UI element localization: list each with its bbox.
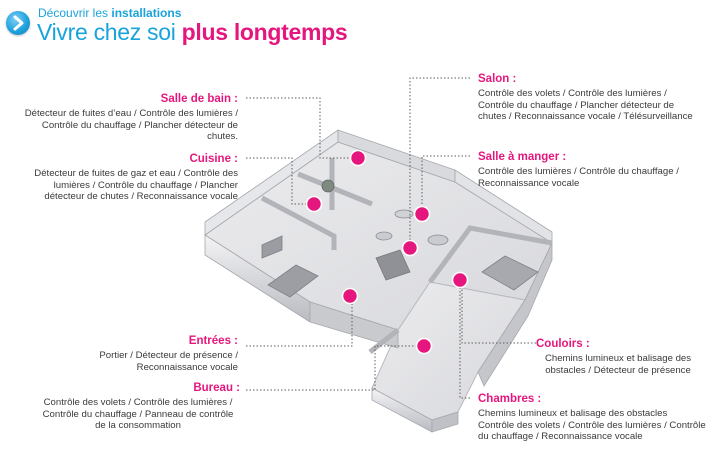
room-title: Salle à manger : xyxy=(478,151,567,163)
room-title: Salon : xyxy=(478,73,517,85)
room-label-bureau: Bureau : Contrôle des volets / Contrôle … xyxy=(36,381,240,432)
room-description: Chemins lumineux et balisage des obstacl… xyxy=(478,408,706,442)
room-label-salle-de-bain: Salle de bain : Détecteur de fuites d’ea… xyxy=(20,92,238,143)
room-label-couloirs: Couloirs : Chemins lumineux et balisage … xyxy=(536,337,700,376)
room-description: Portier / Détecteur de présence / Reconn… xyxy=(99,350,238,373)
room-title: Cuisine : xyxy=(189,153,238,165)
connector-lines xyxy=(246,77,536,399)
room-title: Couloirs : xyxy=(536,338,590,350)
room-title: Entrées : xyxy=(188,335,238,347)
hotspot-entrees xyxy=(341,287,359,305)
room-label-entrees: Entrées : Portier / Détecteur de présenc… xyxy=(60,334,238,373)
connector-couloirs xyxy=(461,282,536,344)
hotspot-couloirs xyxy=(451,271,469,289)
connector-entrees xyxy=(246,298,353,347)
room-label-chambres: Chambres : Chemins lumineux et balisage … xyxy=(478,392,706,443)
page-title: Vivre chez soi plus longtemps xyxy=(37,19,348,45)
hotspot-salon xyxy=(401,239,419,257)
room-description: Détecteur de fuites de gaz et eau / Cont… xyxy=(34,168,238,202)
hotspot-cuisine xyxy=(305,195,323,213)
house-walls xyxy=(204,129,553,433)
hotspot-bureau xyxy=(415,337,433,355)
header: Découvrir les installations Vivre chez s… xyxy=(0,0,718,56)
room-description: Contrôle des volets / Contrôle des lumiè… xyxy=(42,397,234,431)
hotspot-salle-de-bain xyxy=(349,149,367,167)
connector-bureau xyxy=(246,345,424,391)
hotspot-salle-a-manger xyxy=(413,205,431,223)
hotspot-markers xyxy=(305,149,469,355)
room-title: Salle de bain : xyxy=(160,93,238,105)
room-description: Chemins lumineux et balisage des obstacl… xyxy=(544,353,692,376)
room-title: Bureau : xyxy=(193,382,240,394)
room-description: Contrôle des lumières / Contrôle du chau… xyxy=(478,166,679,189)
connector-salon xyxy=(409,77,470,246)
room-description: Détecteur de fuites d’eau / Contrôle des… xyxy=(24,108,238,142)
room-label-cuisine: Cuisine : Détecteur de fuites de gaz et … xyxy=(18,152,238,203)
room-description: Contrôle des volets / Contrôle des lumiè… xyxy=(478,88,693,122)
room-label-salon: Salon : Contrôle des volets / Contrôle d… xyxy=(478,72,694,123)
page-kicker: Découvrir les installations xyxy=(38,6,182,20)
furniture xyxy=(261,179,539,298)
chevron-right-icon[interactable] xyxy=(6,11,30,35)
room-label-salle-a-manger: Salle à manger : Contrôle des lumières /… xyxy=(478,150,700,189)
connector-cuisine xyxy=(246,157,314,205)
room-title: Chambres : xyxy=(478,393,542,405)
